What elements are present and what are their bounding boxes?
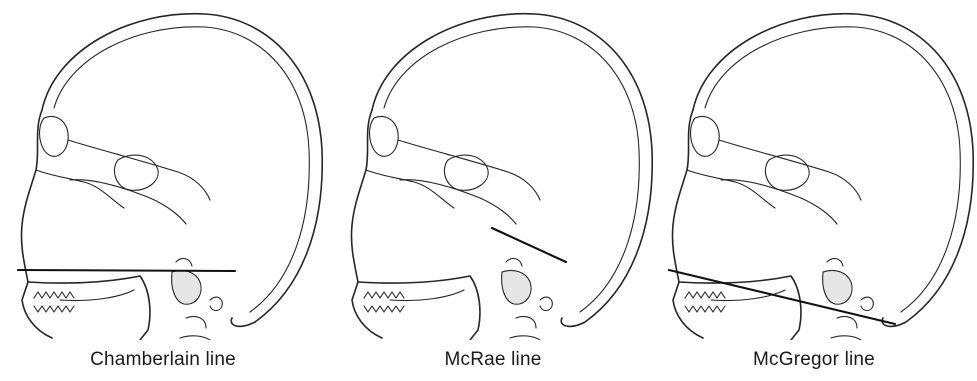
face-outline xyxy=(672,110,703,338)
inner-table xyxy=(54,27,309,312)
teeth xyxy=(34,292,74,312)
caption-chamberlain-line: Chamberlain line xyxy=(0,349,326,371)
temporal-fossa xyxy=(114,155,158,190)
orbit xyxy=(40,116,69,156)
reference-line-mcrae xyxy=(492,228,566,262)
skull-drawing-chamberlain xyxy=(0,0,326,340)
cervical-vertebrae xyxy=(502,270,531,304)
face-outline xyxy=(351,110,382,338)
teeth xyxy=(685,292,725,312)
zygomatic-arch xyxy=(721,180,837,224)
skull-drawing-mcgregor xyxy=(651,0,977,340)
mandible xyxy=(28,276,150,340)
nasal-region xyxy=(687,170,775,208)
reference-line-chamberlain xyxy=(18,270,235,271)
nasal-region xyxy=(36,170,124,208)
mastoid xyxy=(861,297,873,310)
mastoid xyxy=(540,297,552,310)
panel-mcrae: McRae line xyxy=(330,0,656,381)
mandible xyxy=(679,276,801,340)
skull-lateral-view xyxy=(672,14,973,340)
caption-mcgregor-line: McGregor line xyxy=(651,349,977,371)
temporal-fossa xyxy=(765,155,809,190)
zygomatic-arch xyxy=(70,180,186,224)
nasal-region xyxy=(366,170,454,208)
orbit xyxy=(691,116,720,156)
mandible-inner xyxy=(60,290,134,301)
sphenoid-ridge xyxy=(68,140,210,200)
mandible xyxy=(358,276,480,340)
skull-lateral-view xyxy=(21,14,322,340)
mastoid xyxy=(210,297,222,310)
sphenoid-ridge xyxy=(719,140,861,200)
orbit xyxy=(370,116,399,156)
panel-chamberlain: Chamberlain line xyxy=(0,0,326,381)
inner-table xyxy=(384,27,639,312)
skull-drawing-mcrae xyxy=(330,0,656,340)
cervical-vertebrae xyxy=(823,270,852,304)
face-outline xyxy=(21,110,52,338)
caption-mcrae-line: McRae line xyxy=(330,349,656,371)
sphenoid-ridge xyxy=(398,140,540,200)
zygomatic-arch xyxy=(400,180,516,224)
inner-table xyxy=(705,27,960,312)
skull-lateral-view xyxy=(351,14,652,340)
teeth xyxy=(364,292,404,312)
panel-mcgregor: McGregor line xyxy=(651,0,977,381)
cervical-vertebrae xyxy=(172,270,201,304)
mandible-inner xyxy=(390,290,464,301)
temporal-fossa xyxy=(444,155,488,190)
